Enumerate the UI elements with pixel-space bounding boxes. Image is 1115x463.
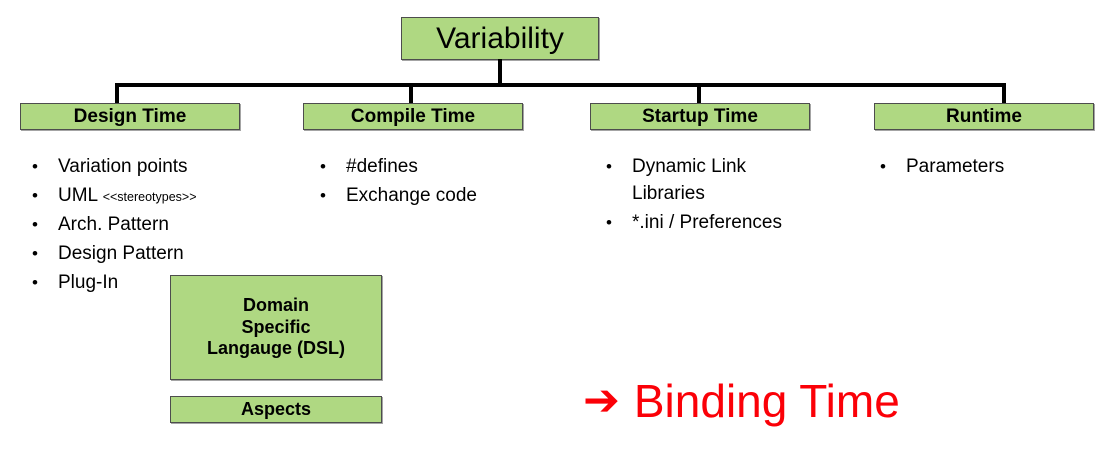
binding-time-label: Binding Time	[633, 375, 900, 427]
bullet-list-compile-time: • #defines • Exchange code	[320, 154, 570, 212]
bullet-icon: •	[320, 157, 326, 176]
connector-drop-startup-time	[697, 83, 701, 105]
right-arrow-icon: ➔	[583, 375, 620, 426]
bullet-icon: •	[880, 157, 886, 176]
list-item-label: Parameters	[906, 156, 1005, 177]
list-item: • Dynamic Link Libraries	[606, 154, 866, 208]
list-item-label: Plug-In	[58, 271, 119, 293]
bullet-icon: •	[32, 185, 38, 205]
node-runtime-label: Runtime	[946, 105, 1022, 127]
list-item-label: Dynamic Link Libraries	[632, 156, 747, 204]
bullet-icon: •	[32, 243, 38, 263]
node-domain-specific-language[interactable]: Domain Specific Langauge (DSL)	[170, 275, 382, 380]
connector-drop-runtime	[1002, 83, 1006, 105]
list-item-label: UML <<stereotypes>>	[58, 183, 297, 210]
list-item: • Plug-In	[32, 270, 297, 297]
node-startup-time[interactable]: Startup Time	[590, 103, 810, 130]
connector-drop-compile-time	[409, 83, 413, 105]
list-item-label: *.ini / Preferences	[632, 211, 782, 233]
dsl-line-1: Domain	[242, 294, 309, 315]
list-item: • Exchange code	[320, 183, 570, 210]
connector-root-stem	[498, 59, 502, 85]
connector-bus	[115, 83, 1006, 87]
bullet-list-design-time: • Variation points • UML <<stereotypes>>…	[32, 154, 297, 299]
node-design-time-label: Design Time	[73, 105, 187, 127]
list-item: • Parameters	[880, 154, 1100, 181]
node-runtime[interactable]: Runtime	[874, 103, 1094, 130]
list-item-main: UML	[58, 184, 103, 206]
bullet-icon: •	[32, 157, 38, 176]
node-aspects-label: Aspects	[240, 398, 312, 419]
bullet-icon: •	[606, 212, 612, 232]
list-item: • UML <<stereotypes>>	[32, 183, 297, 210]
list-item-stereotype-tag: <<stereotypes>>	[102, 189, 197, 204]
list-item-label: Exchange code	[346, 184, 477, 206]
connector-drop-design-time	[115, 83, 119, 105]
node-variability[interactable]: Variability	[401, 17, 599, 60]
list-item-label: #defines	[346, 156, 418, 177]
binding-time-callout: ➔ Binding Time	[583, 378, 900, 424]
node-startup-time-label: Startup Time	[642, 105, 758, 127]
list-item: • Variation points	[32, 154, 297, 181]
list-item-label: Design Pattern	[58, 242, 184, 264]
bullet-icon: •	[32, 272, 38, 292]
node-compile-time[interactable]: Compile Time	[303, 103, 523, 130]
list-item: • Design Pattern	[32, 241, 297, 268]
bullet-list-runtime: • Parameters	[880, 154, 1100, 183]
list-item: • Arch. Pattern	[32, 212, 297, 239]
node-aspects[interactable]: Aspects	[170, 396, 382, 423]
list-item: • #defines	[320, 154, 570, 181]
node-variability-label: Variability	[436, 21, 564, 55]
list-item-label: Variation points	[58, 156, 188, 177]
node-compile-time-label: Compile Time	[350, 105, 476, 127]
dsl-line-3: Langauge (DSL)	[207, 338, 345, 359]
dsl-line-2: Specific	[241, 316, 311, 337]
bullet-list-startup-time: • Dynamic Link Libraries • *.ini / Prefe…	[606, 154, 866, 239]
list-item-label: Arch. Pattern	[58, 213, 169, 235]
bullet-icon: •	[32, 214, 38, 234]
list-item: • *.ini / Preferences	[606, 210, 866, 237]
bullet-icon: •	[606, 157, 612, 176]
bullet-icon: •	[320, 185, 326, 205]
node-design-time[interactable]: Design Time	[20, 103, 240, 130]
